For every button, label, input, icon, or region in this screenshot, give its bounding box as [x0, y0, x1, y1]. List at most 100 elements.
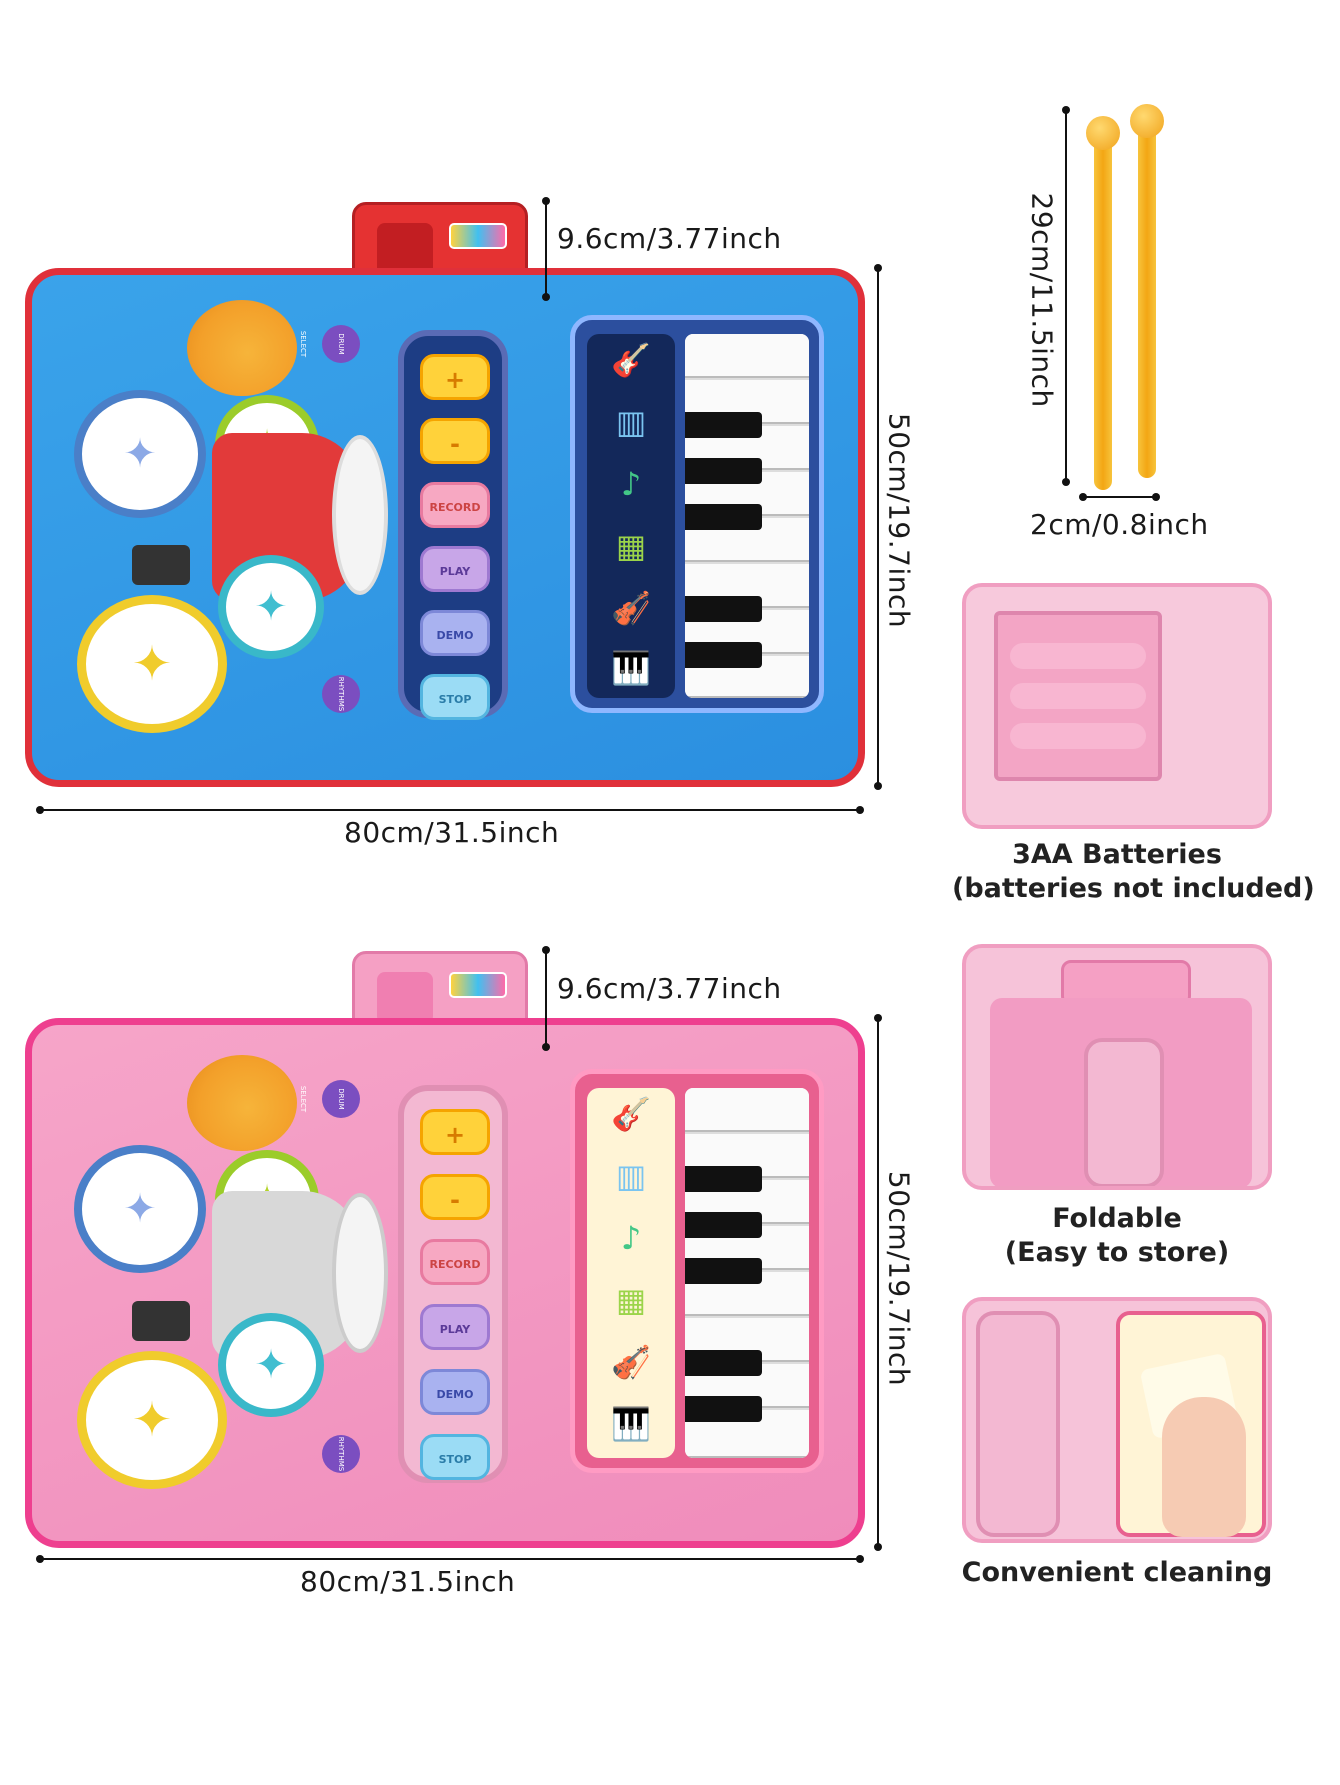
dim-dot — [1062, 478, 1070, 486]
drum-pad-cyan: ✦ — [218, 1313, 324, 1417]
mat-width-label: 80cm/31.5inch — [300, 1565, 516, 1598]
hand — [1162, 1397, 1246, 1537]
xylophone-icon: ▥ — [615, 403, 647, 441]
star-icon: ✦ — [131, 636, 173, 692]
brand-badge — [449, 972, 507, 998]
violin-icon: 🎻 — [611, 1343, 651, 1381]
dim-dot — [542, 946, 550, 954]
drum-select-label: DRUM SELECT — [299, 325, 360, 363]
drum-pad-blue: ✦ — [74, 1145, 206, 1273]
foldable-caption-line2: (Easy to store) — [1004, 1237, 1230, 1268]
rhythms-label: RHYTHMS — [322, 1435, 360, 1473]
stick-head — [1130, 104, 1164, 138]
instrument-strip: 🎸 ▥ ♪ ▦ 🎻 🎹 — [587, 1088, 675, 1458]
drum-stick — [1094, 130, 1112, 490]
dim-dot — [36, 806, 44, 814]
black-key[interactable] — [685, 596, 762, 622]
speaker-grille — [377, 223, 433, 275]
black-key[interactable] — [685, 1396, 762, 1422]
guitar-icon: 🎸 — [611, 341, 651, 379]
dim-line-vertical — [1065, 110, 1067, 482]
black-key[interactable] — [685, 642, 762, 668]
drum-stick — [1138, 118, 1156, 478]
record-button[interactable]: RECORD — [420, 482, 490, 528]
dim-dot — [874, 264, 882, 272]
demo-button[interactable]: DEMO — [420, 1369, 490, 1415]
black-key[interactable] — [685, 1350, 762, 1376]
plus-button[interactable]: + — [420, 354, 490, 400]
pedal — [132, 1301, 190, 1341]
drum-pad-yellow: ✦ — [77, 1351, 227, 1489]
drum-pad-yellow: ✦ — [77, 595, 227, 733]
dim-dot — [1062, 106, 1070, 114]
black-key[interactable] — [685, 1212, 762, 1238]
black-key[interactable] — [685, 504, 762, 530]
accordion-icon: ▦ — [615, 527, 647, 565]
star-icon: ✦ — [254, 1342, 288, 1388]
brand-badge — [449, 223, 507, 249]
dim-dot — [542, 293, 550, 301]
dim-dot — [856, 806, 864, 814]
plus-button[interactable]: + — [420, 1109, 490, 1155]
rhythms-label: RHYTHMS — [322, 675, 360, 713]
accordion-icon: ▦ — [615, 1281, 647, 1319]
star-icon: ✦ — [254, 584, 288, 630]
cleaning-caption-line1: Convenient cleaning — [961, 1557, 1273, 1588]
black-key[interactable] — [685, 1258, 762, 1284]
piano-icon: 🎹 — [611, 649, 651, 687]
dim-line-vertical — [877, 268, 879, 787]
dim-dot — [1152, 493, 1160, 501]
stop-button[interactable]: STOP — [420, 674, 490, 720]
stick-length-label: 29cm/11.5inch — [1025, 192, 1059, 408]
folded-button-column — [1084, 1038, 1164, 1186]
control-panel: + - RECORD PLAY BACK DEMO STOP — [398, 330, 508, 720]
mat-side-label: 50cm/19.7inch — [882, 412, 916, 629]
dim-dot — [542, 1043, 550, 1051]
foldable-photo — [962, 944, 1272, 1190]
batteries-caption: 3AA Batteries (batteries not included) — [952, 838, 1315, 906]
play-back-button[interactable]: PLAY BACK — [420, 1304, 490, 1382]
xylophone-icon: ▥ — [615, 1157, 647, 1195]
cleaning-caption: Convenient cleaning — [952, 1556, 1282, 1590]
stick-width-label: 2cm/0.8inch — [1030, 508, 1209, 541]
battery-slot — [1010, 643, 1146, 669]
black-key[interactable] — [685, 1166, 762, 1192]
play-back-button[interactable]: PLAY BACK — [420, 546, 490, 624]
demo-button[interactable]: DEMO — [420, 610, 490, 656]
dim-line-vertical — [545, 950, 547, 1048]
stick-head — [1086, 116, 1120, 150]
battery-slot — [1010, 723, 1146, 749]
saxophone-icon: ♪ — [620, 465, 642, 503]
star-icon: ✦ — [123, 431, 157, 477]
record-button[interactable]: RECORD — [420, 1239, 490, 1285]
stop-button[interactable]: STOP — [420, 1434, 490, 1480]
dim-dot — [856, 1555, 864, 1563]
minus-button[interactable]: - — [420, 418, 490, 464]
control-panel: + - RECORD PLAY BACK DEMO STOP — [398, 1085, 508, 1483]
white-key[interactable] — [685, 1088, 809, 1132]
dim-dot — [542, 197, 550, 205]
minus-button[interactable]: - — [420, 1174, 490, 1220]
speaker-grille — [377, 972, 433, 1024]
piano-keys — [685, 1088, 809, 1458]
dim-line-horizontal — [40, 1558, 860, 1560]
cymbal — [187, 1055, 297, 1151]
batteries-caption-line1: 3AA Batteries — [1012, 839, 1222, 870]
violin-icon: 🎻 — [611, 589, 651, 627]
dim-line-vertical — [545, 200, 547, 298]
speaker-height-label: 9.6cm/3.77inch — [557, 222, 782, 255]
battery-slot — [1010, 683, 1146, 709]
white-key[interactable] — [685, 334, 809, 378]
instrument-strip: 🎸 ▥ ♪ ▦ 🎻 🎹 — [587, 334, 675, 698]
bass-drum-head — [332, 435, 388, 595]
pedal — [132, 545, 190, 585]
black-key[interactable] — [685, 412, 762, 438]
piano-icon: 🎹 — [611, 1405, 651, 1443]
mat-width-label: 80cm/31.5inch — [344, 816, 560, 849]
star-icon: ✦ — [123, 1186, 157, 1232]
dim-line-horizontal — [40, 809, 860, 811]
saxophone-icon: ♪ — [620, 1219, 642, 1257]
black-key[interactable] — [685, 458, 762, 484]
dim-dot — [874, 782, 882, 790]
piano-section: 🎸 ▥ ♪ ▦ 🎻 🎹 — [570, 1069, 824, 1473]
